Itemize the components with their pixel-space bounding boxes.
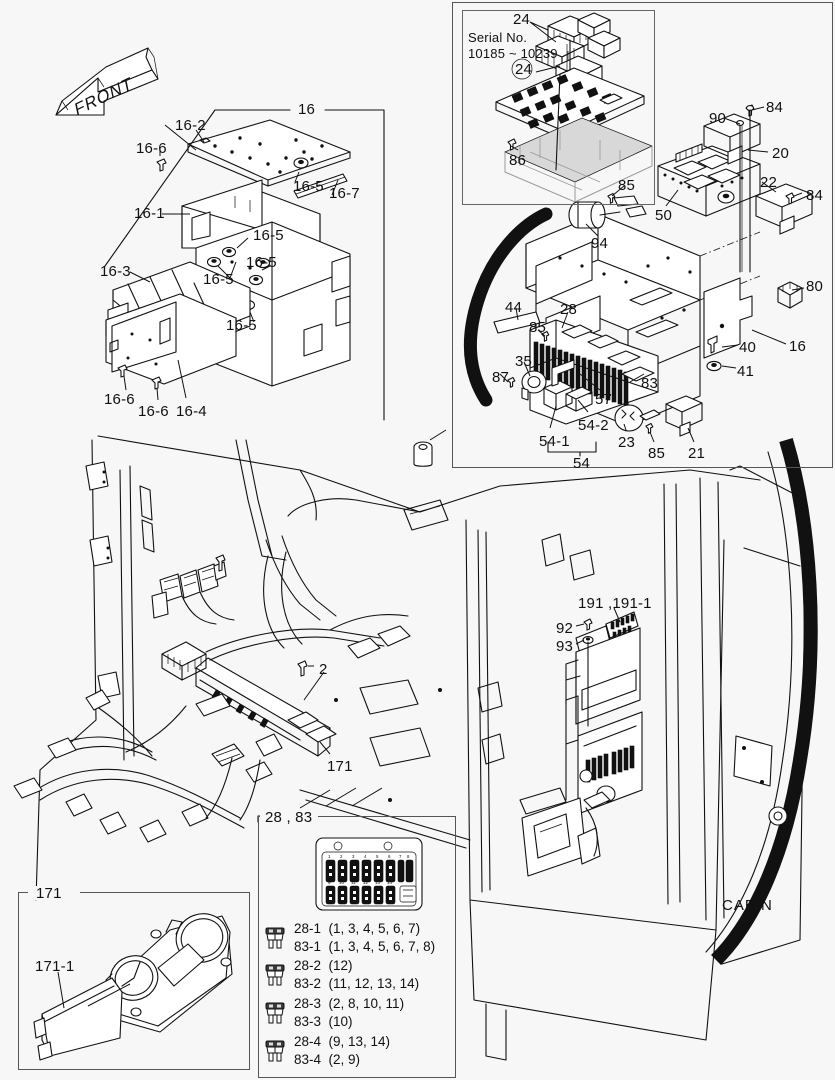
panel-cluster-171 [18, 892, 250, 1070]
label-171-cabin: 171 [327, 758, 353, 775]
module-171 [161, 614, 411, 757]
label-44: 44 [505, 299, 523, 316]
fuse-legend-row-1: 28-1 (1, 3, 4, 5, 6, 7) 83-1 (1, 3, 4, 5… [264, 920, 435, 956]
label-16-6-b: 16-6 [104, 391, 135, 408]
label-80: 80 [806, 278, 824, 295]
fuse-legend-text-3: 28-3 (2, 8, 10, 11) 83-3 (10) [294, 996, 405, 1029]
blade-fuse-icon [265, 964, 285, 986]
label-16-5-a: 16-5 [293, 178, 324, 195]
label-85-c: 85 [648, 445, 666, 462]
label-28: 28 [560, 301, 578, 318]
label-35: 35 [515, 353, 533, 370]
label-87: 87 [492, 369, 510, 386]
fuse-legend-text-2: 28-2 (12) 83-2 (11, 12, 13, 14) [294, 958, 420, 991]
label-191: 191 ,191-1 [578, 595, 652, 612]
label-22: 22 [760, 174, 778, 191]
label-16-2: 16-2 [175, 117, 206, 134]
washer-93 [582, 636, 594, 644]
label-83: 83 [641, 375, 659, 392]
panel-right-group [452, 2, 833, 468]
label-16-7: 16-7 [329, 185, 360, 202]
label-16-5-b: 16-5 [253, 227, 284, 244]
label-16-4: 16-4 [176, 403, 207, 420]
blade-fuse-icon [265, 927, 285, 949]
label-54-2: 54-2 [578, 417, 609, 434]
label-93: 93 [556, 638, 574, 655]
label-84-a: 84 [766, 99, 784, 116]
fuse-legend-text-4: 28-4 (9, 13, 14) 83-4 (2, 9) [294, 1034, 391, 1067]
cabin-caption: CABIN [722, 897, 773, 914]
screw-92 [583, 618, 593, 631]
label-21: 21 [688, 445, 706, 462]
label-16-5-d: 16-5 [246, 254, 277, 271]
label-54-1: 54-1 [539, 433, 570, 450]
cabin-ecu-stack [519, 611, 643, 877]
label-2: 2 [319, 661, 328, 678]
label-24-circled: 24 [515, 61, 533, 78]
fuse-legend-row-3: 28-3 (2, 8, 10, 11) 83-3 (10) [264, 995, 404, 1031]
callout-16: 16 [298, 101, 316, 118]
label-85-a: 85 [618, 177, 636, 194]
label-41: 41 [737, 363, 755, 380]
label-16-5-c: 16-5 [203, 271, 234, 288]
cluster-callout-gap [28, 886, 80, 900]
label-171-1: 171-1 [35, 958, 75, 975]
label-40: 40 [739, 339, 757, 356]
fuse-legend-callout-gap [260, 810, 318, 824]
label-16-right: 16 [789, 338, 807, 355]
label-23: 23 [618, 434, 636, 451]
label-20: 20 [772, 145, 790, 162]
label-57: 57 [595, 391, 613, 408]
cluster-171-callout: 171 [36, 885, 62, 902]
fuse-legend-text-1: 28-1 (1, 3, 4, 5, 6, 7) 83-1 (1, 3, 4, 5… [294, 921, 436, 954]
label-84-b: 84 [806, 187, 824, 204]
label-16-6-c: 16-6 [138, 403, 169, 420]
label-16-6-a: 16-6 [136, 140, 167, 157]
label-94: 94 [591, 235, 609, 252]
blade-fuse-icon [265, 1040, 285, 1062]
panel-fuse-legend [258, 816, 456, 1078]
fuse-legend-row-4: 28-4 (9, 13, 14) 83-4 (2, 9) [264, 1033, 390, 1069]
label-16-1: 16-1 [134, 205, 165, 222]
label-86: 86 [509, 152, 527, 169]
fuse-legend-row-2: 28-2 (12) 83-2 (11, 12, 13, 14) [264, 957, 419, 993]
label-54: 54 [573, 455, 591, 472]
blade-fuse-icon [265, 1002, 285, 1024]
fuse-legend-callout: 28 , 83 [265, 809, 313, 826]
label-50: 50 [655, 207, 673, 224]
label-24-a: 24 [513, 11, 531, 28]
label-16-5-e: 16-5 [226, 317, 257, 334]
screw-2 [297, 660, 308, 677]
label-90: 90 [709, 110, 727, 127]
label-16-3: 16-3 [100, 263, 131, 280]
label-92: 92 [556, 620, 574, 637]
panel-serial-inset [462, 10, 655, 205]
grommet-part [413, 429, 447, 467]
label-85-b: 85 [529, 319, 547, 336]
serial-no-caption: Serial No. 10185 ~ 10239 [468, 30, 558, 62]
